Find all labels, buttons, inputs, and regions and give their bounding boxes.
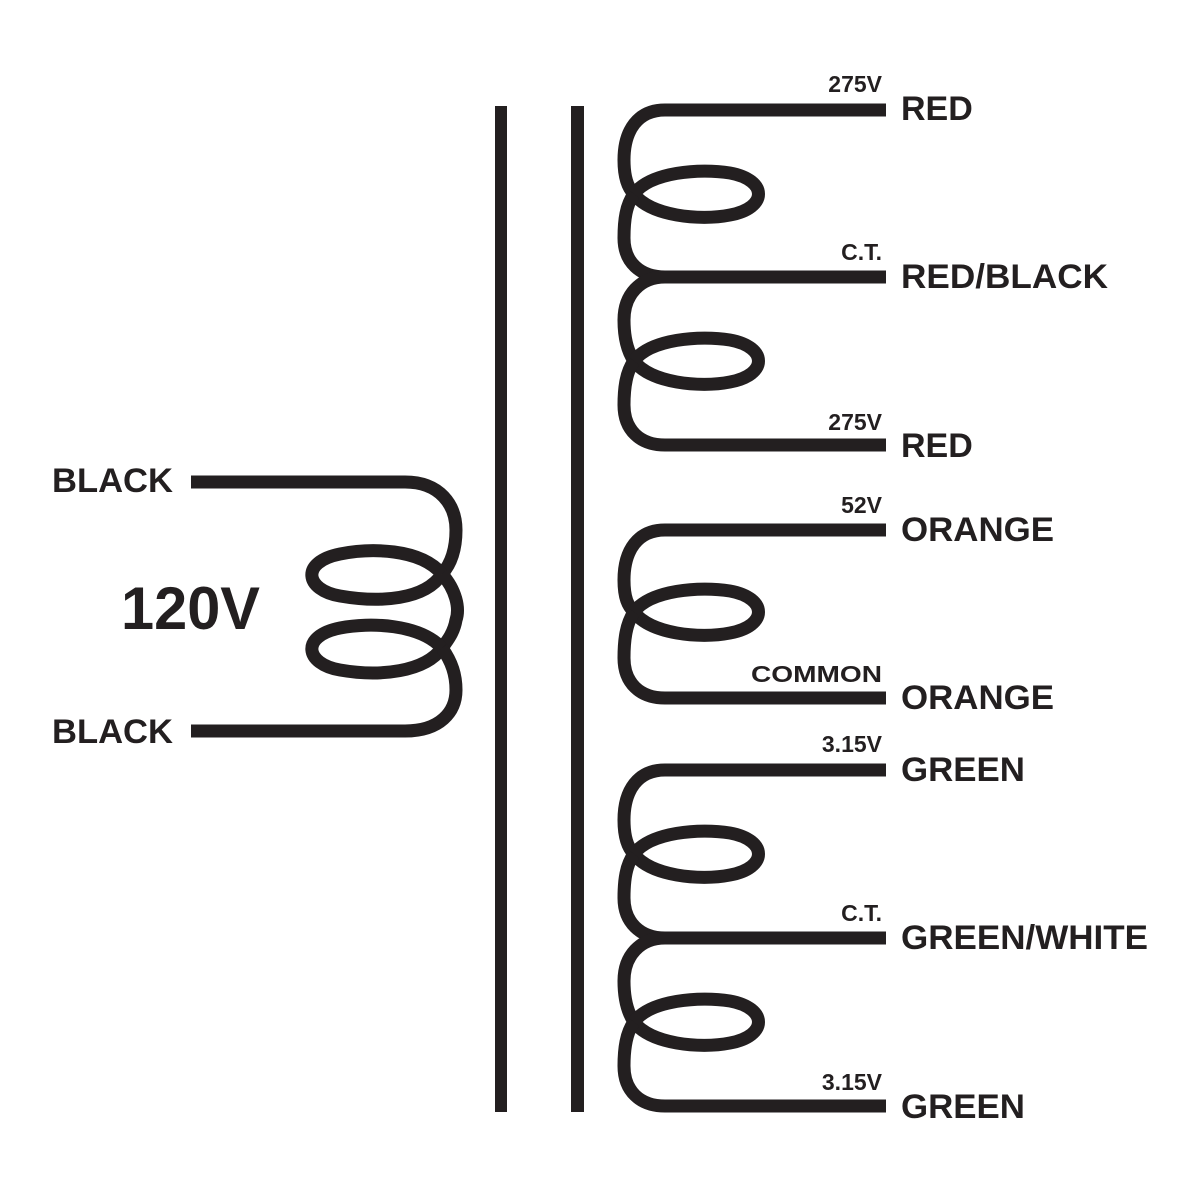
heater-coil-loop-2 <box>628 992 765 1052</box>
bias-top-tap-label: 52V <box>841 492 883 518</box>
hv-bottom-wire-color-label: RED <box>901 427 973 465</box>
hv-coil-spine-2 <box>617 270 666 365</box>
hv-top-wire-color-label: RED <box>901 90 973 128</box>
hv-ct-wire-color-label: RED/BLACK <box>901 258 1108 296</box>
heater-ct-tap-label: C.T. <box>841 900 882 926</box>
heater-top-tap-label: 3.15V <box>822 731 883 757</box>
hv-top-lead-wire <box>617 103 886 199</box>
hv-ct-tap-label: C.T. <box>841 239 882 265</box>
bias-top-wire-color-label: ORANGE <box>901 511 1054 549</box>
heater-coil-spine-2 <box>617 931 666 1026</box>
heater-ct-wire-color-label: GREEN/WHITE <box>901 919 1148 957</box>
heater-top-lead-wire <box>617 763 886 859</box>
core-bar-right <box>571 106 584 1112</box>
secondary-winding-bias: 52V COMMON ORANGE ORANGE <box>617 492 1054 717</box>
primary-lead-bottom-label: BLACK <box>52 713 173 751</box>
hv-coil-loop-2 <box>628 331 765 391</box>
core-bar-left <box>495 106 507 1112</box>
hv-bottom-tap-label: 275V <box>828 409 882 435</box>
secondary-winding-high-voltage: 275V C.T. 275V RED RED/BLACK RED <box>617 71 1108 465</box>
bias-coil-loop <box>628 582 765 642</box>
secondary-winding-heater: 3.15V C.T. 3.15V GREEN GREEN/WHITE GREEN <box>617 731 1148 1126</box>
primary-voltage-label: 120V <box>121 575 260 642</box>
primary-lead-top-label: BLACK <box>52 462 173 500</box>
heater-coil-loop-1 <box>628 824 765 884</box>
heater-bottom-tap-label: 3.15V <box>822 1069 883 1095</box>
hv-bottom-lead-wire <box>617 357 886 452</box>
primary-coil-spine <box>436 569 464 652</box>
hv-coil-loop-1 <box>628 164 765 224</box>
primary-winding: BLACK BLACK 120V <box>52 462 464 751</box>
primary-bottom-lead-wire <box>191 644 463 738</box>
heater-top-wire-color-label: GREEN <box>901 751 1025 789</box>
hv-top-tap-label: 275V <box>828 71 882 97</box>
primary-coil-loop-1 <box>305 544 448 606</box>
transformer-core <box>495 106 584 1112</box>
heater-bottom-wire-color-label: GREEN <box>901 1088 1025 1126</box>
primary-coil-loop-2 <box>305 618 448 680</box>
primary-top-lead-wire <box>191 475 463 579</box>
bias-top-lead-wire <box>617 523 886 617</box>
heater-bottom-lead-wire <box>617 1018 886 1113</box>
bias-common-tap-label: COMMON <box>751 661 882 687</box>
bias-bottom-wire-color-label: ORANGE <box>901 679 1054 717</box>
bias-bottom-lead-wire <box>617 608 886 705</box>
